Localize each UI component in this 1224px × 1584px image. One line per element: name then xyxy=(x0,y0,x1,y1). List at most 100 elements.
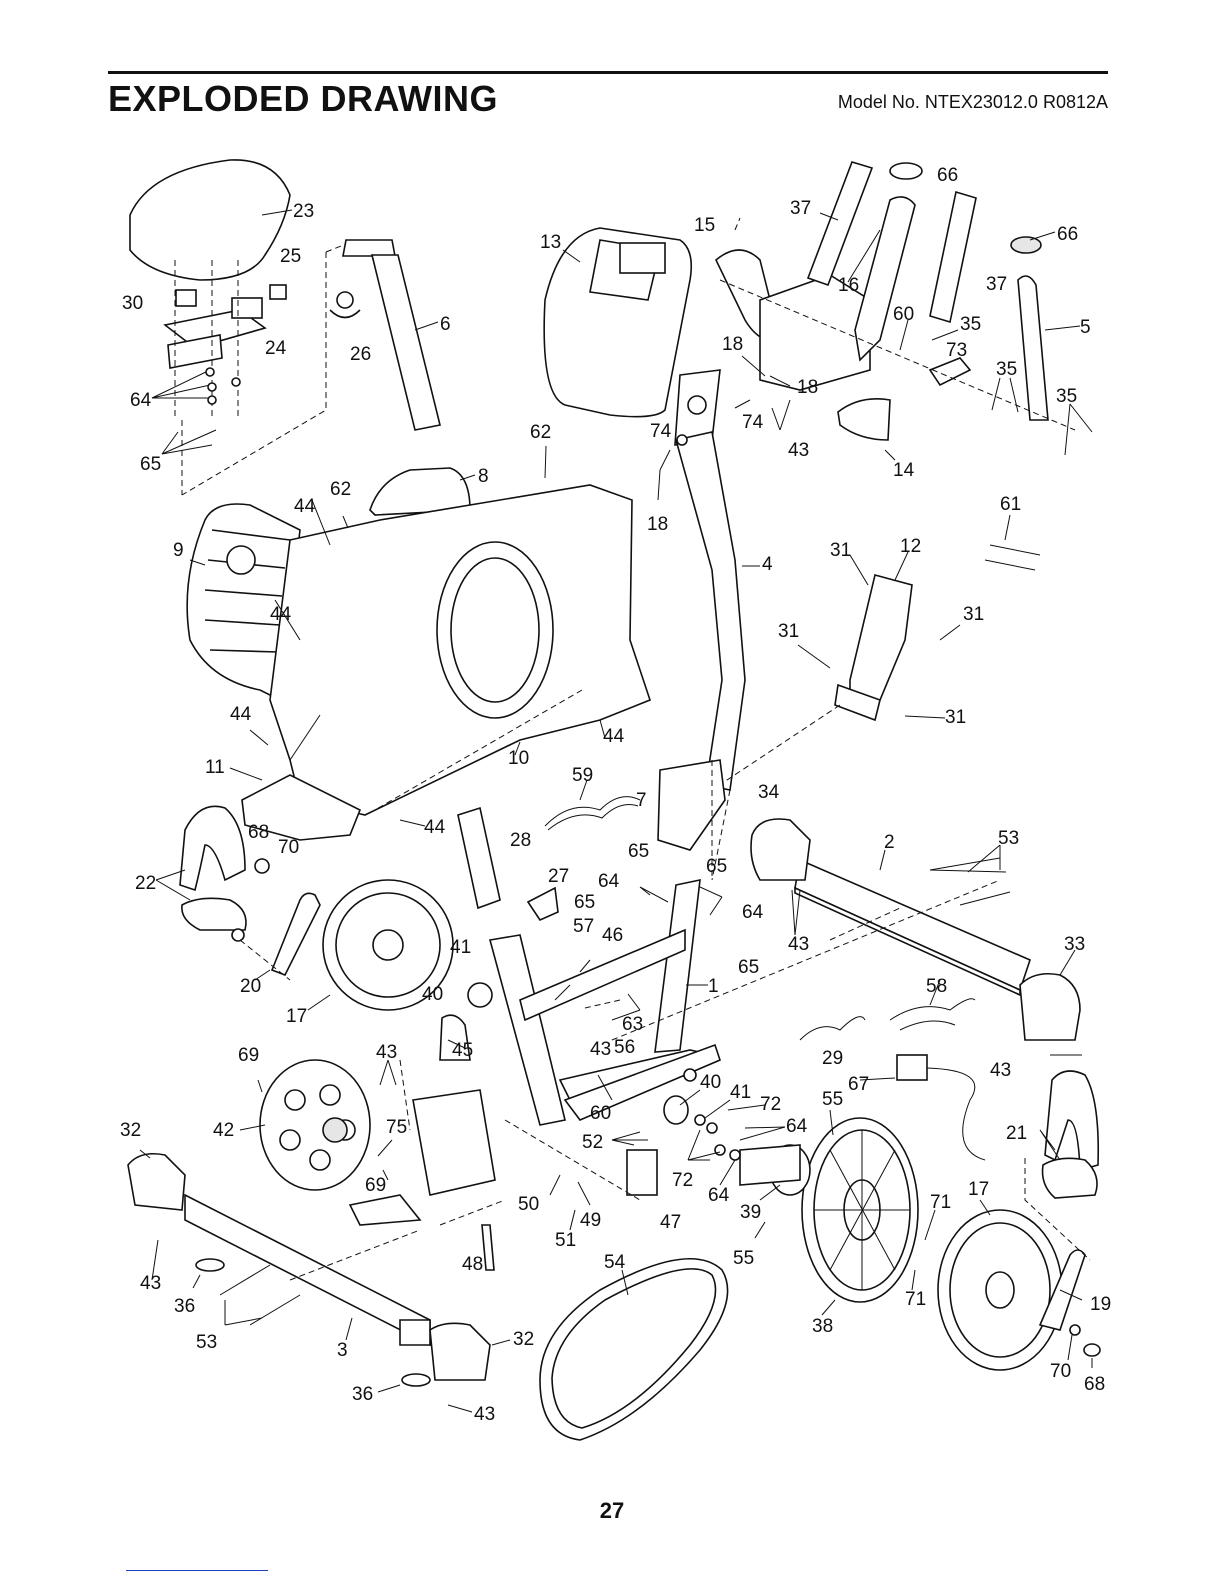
seat-group xyxy=(129,159,293,495)
callout: 58 xyxy=(926,976,947,997)
callout: 73 xyxy=(946,340,967,361)
callout: 65 xyxy=(738,957,759,978)
callout: 55 xyxy=(733,1248,754,1269)
callout: 51 xyxy=(555,1230,576,1251)
callout: 64 xyxy=(786,1116,808,1137)
frame-group xyxy=(457,759,726,1126)
callout: 56 xyxy=(614,1037,635,1058)
callout: 31 xyxy=(778,621,799,642)
callout: 5 xyxy=(1080,317,1091,338)
callout: 15 xyxy=(694,215,715,236)
callout: 71 xyxy=(905,1289,926,1310)
pulley-group xyxy=(597,879,1001,1316)
callout: 69 xyxy=(238,1045,259,1066)
belt-group xyxy=(539,1258,729,1441)
callout: 54 xyxy=(604,1252,626,1273)
callout: 53 xyxy=(998,828,1019,849)
callout: 40 xyxy=(700,1072,721,1093)
callout: 75 xyxy=(386,1117,407,1138)
callout: 74 xyxy=(650,421,672,442)
callout: 66 xyxy=(937,165,958,186)
callout: 37 xyxy=(986,274,1007,295)
callout: 44 xyxy=(603,726,625,747)
callout: 35 xyxy=(1056,386,1077,407)
callout: 43 xyxy=(474,1404,495,1425)
callout: 28 xyxy=(510,830,531,851)
callout: 16 xyxy=(838,275,859,296)
callout: 9 xyxy=(173,540,184,561)
handlebar-group xyxy=(674,161,1093,461)
callout: 12 xyxy=(900,536,921,557)
callout: 26 xyxy=(350,344,371,365)
callout: 32 xyxy=(120,1120,141,1141)
callout: 63 xyxy=(622,1014,643,1035)
callout: 72 xyxy=(672,1170,693,1191)
callout: 33 xyxy=(1064,934,1085,955)
callout: 42 xyxy=(213,1120,234,1141)
callout: 65 xyxy=(628,841,649,862)
callout: 49 xyxy=(580,1210,601,1231)
callout: 65 xyxy=(706,856,727,877)
header-rule xyxy=(108,71,1108,74)
callout: 71 xyxy=(930,1192,951,1213)
callout: 17 xyxy=(968,1179,989,1200)
callout: 69 xyxy=(365,1175,386,1196)
callout: 50 xyxy=(518,1194,539,1215)
callout: 57 xyxy=(573,916,594,937)
callout: 30 xyxy=(122,293,143,314)
callout: 61 xyxy=(1000,494,1021,515)
callout: 37 xyxy=(790,198,811,219)
page-number: 27 xyxy=(599,1498,625,1523)
callout: 20 xyxy=(240,976,261,997)
callout: 39 xyxy=(740,1202,761,1223)
callout: 43 xyxy=(376,1042,397,1063)
right-pedal-group xyxy=(937,1070,1101,1371)
callout: 36 xyxy=(352,1384,373,1405)
callout: 35 xyxy=(996,359,1017,380)
wires-group xyxy=(544,779,986,1161)
callout: 64 xyxy=(598,871,620,892)
page-title: EXPLODED DRAWING xyxy=(108,78,499,119)
callout: 31 xyxy=(830,540,851,561)
callout: 29 xyxy=(822,1048,843,1069)
right-shield-group xyxy=(711,514,1041,791)
callout: 23 xyxy=(293,201,314,222)
callout: 64 xyxy=(708,1185,730,1206)
seat-post-group xyxy=(181,239,441,496)
callout: 47 xyxy=(660,1212,681,1233)
callout: 59 xyxy=(572,765,593,786)
callout: 44 xyxy=(294,496,316,517)
callout: 38 xyxy=(812,1316,833,1337)
callout: 35 xyxy=(960,314,981,335)
callout: 66 xyxy=(1057,224,1078,245)
callout: 6 xyxy=(440,314,451,335)
callout: 65 xyxy=(574,892,595,913)
callout: 17 xyxy=(286,1006,307,1027)
rear-stabilizer-group xyxy=(127,1149,511,1413)
callout: 45 xyxy=(452,1040,473,1061)
left-pedal-group xyxy=(155,805,454,1011)
callout: 24 xyxy=(265,338,287,359)
callout: 21 xyxy=(1006,1123,1027,1144)
callout-labels: 23 25 30 24 64 65 6 26 13 15 66 66 37 37… xyxy=(120,165,1111,1425)
callout: 19 xyxy=(1090,1294,1111,1315)
callout: 10 xyxy=(508,748,529,769)
upright-group xyxy=(657,431,760,881)
callout: 65 xyxy=(140,454,161,475)
callout: 53 xyxy=(196,1332,217,1353)
callout: 18 xyxy=(722,334,743,355)
callout: 14 xyxy=(893,460,915,481)
callout: 44 xyxy=(270,604,292,625)
callout: 55 xyxy=(822,1089,843,1110)
callout: 36 xyxy=(174,1296,195,1317)
callout: 34 xyxy=(758,782,780,803)
front-stabilizer-group xyxy=(750,818,1082,1056)
callout: 44 xyxy=(230,704,252,725)
callout: 60 xyxy=(590,1103,611,1124)
callout: 72 xyxy=(760,1094,781,1115)
shield-group xyxy=(186,445,651,841)
callout: 70 xyxy=(278,837,299,858)
callout: 18 xyxy=(797,377,818,398)
callout: 44 xyxy=(424,817,446,838)
